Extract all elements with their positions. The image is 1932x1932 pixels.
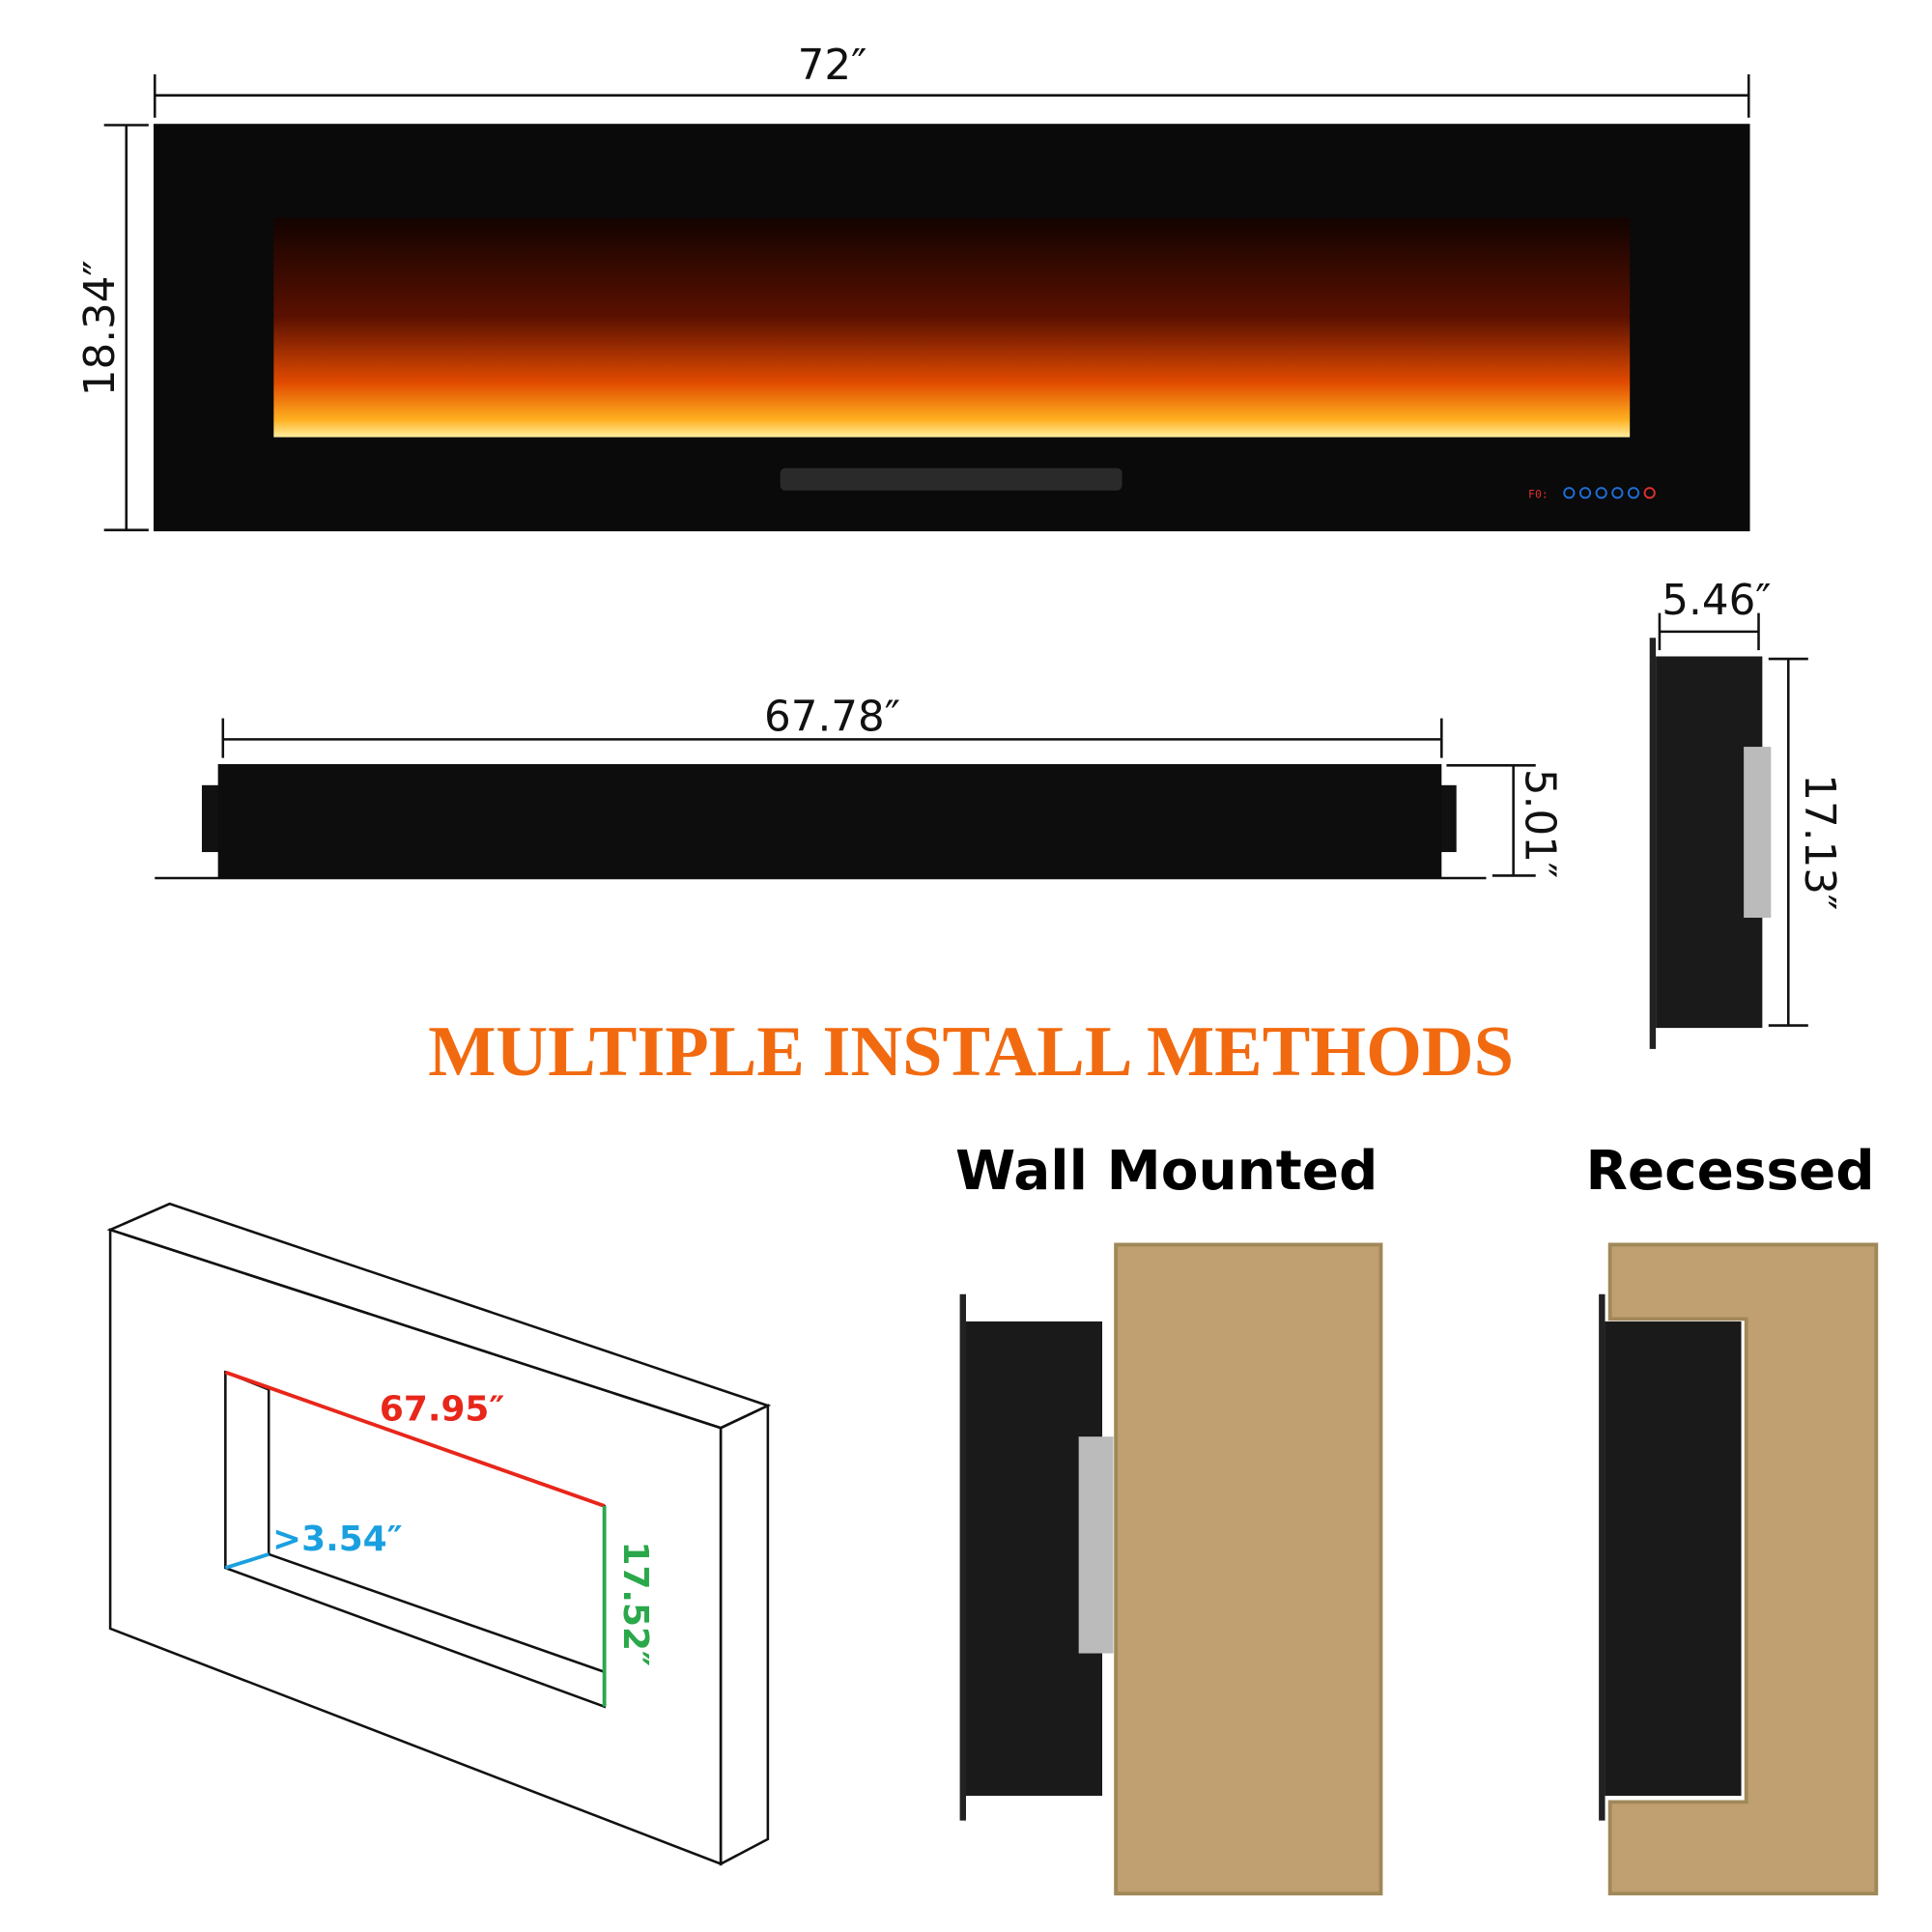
control-buttons [1563,487,1656,499]
mount-bracket [1744,747,1772,918]
wall-mounted-method: Wall Mounted [955,1140,1383,1896]
flame-window [273,217,1631,438]
overall-width-label: 72″ [798,42,867,90]
side-depth-label: 5.46″ [1662,577,1771,625]
power-icon[interactable] [1643,487,1656,499]
light-icon[interactable] [1578,487,1592,499]
top-view: 67.78″ 5.01″ [155,693,1563,880]
side-view: 5.46″ 17.13″ [1649,577,1843,1049]
body-depth-label: 5.01″ [1515,769,1563,878]
cutout-diagram: 67.95″ >3.54″ 17.52″ [106,1202,772,1866]
color-icon[interactable] [1627,487,1640,499]
heat-icon[interactable] [1611,487,1624,499]
control-display: F0: [1528,487,1548,500]
side-height-label: 17.13″ [1795,774,1843,910]
overall-height-label: 18.34″ [76,260,125,396]
cutout-height-label: 17.52″ [615,1541,655,1666]
cutout-depth-label: >3.54″ [272,1520,403,1559]
cutout-width-label: 67.95″ [380,1390,505,1430]
heater-vent [780,468,1122,491]
install-methods-title: MULTIPLE INSTALL METHODS [428,1012,1514,1092]
flame-icon[interactable] [1595,487,1607,499]
wall-recess [1607,1242,1879,1896]
front-view: 72″ 18.34″ F0: [76,42,1750,531]
fireplace-top [217,764,1442,878]
timer-icon[interactable] [1563,487,1576,499]
recessed-method: Recessed [1585,1140,1879,1896]
body-width-label: 67.78″ [764,693,900,741]
fireplace-side [1605,1321,1742,1796]
wall-mounted-label: Wall Mounted [955,1140,1378,1203]
wall [1114,1242,1383,1896]
recessed-label: Recessed [1585,1140,1874,1203]
mount-bracket [1078,1436,1114,1654]
